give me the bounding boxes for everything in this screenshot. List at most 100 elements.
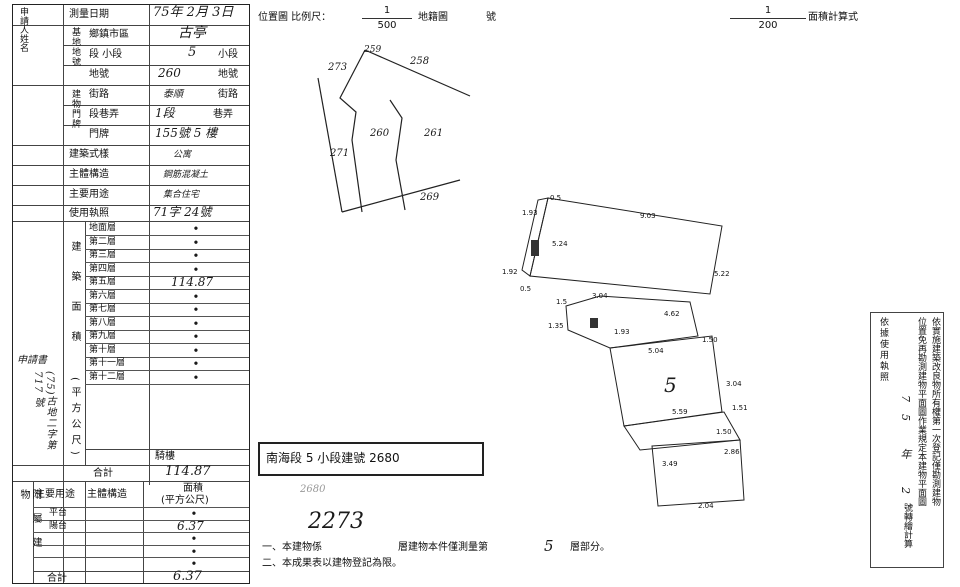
dimension-label: 2.04 bbox=[698, 502, 714, 510]
plan-scale-den: 200 bbox=[758, 20, 778, 31]
form-rule bbox=[13, 85, 249, 86]
annex-rule bbox=[33, 532, 249, 533]
floor-rule bbox=[85, 356, 249, 358]
floor-label: 第八層 bbox=[89, 317, 117, 328]
lot-boundary bbox=[339, 49, 366, 213]
stair-label: 騎樓 bbox=[155, 451, 175, 462]
plan-scale-num: 1 bbox=[764, 5, 772, 16]
lot-number: 258 bbox=[410, 56, 430, 67]
floor-rule bbox=[85, 262, 249, 263]
floor-value: ∙ bbox=[193, 356, 199, 370]
cert-col-1: 依實施建築改良物所有權第一次登記僅勘測建物 bbox=[930, 317, 940, 506]
floor-label: 第十層 bbox=[89, 344, 117, 355]
floor-value: ∙ bbox=[193, 261, 199, 276]
floor-number: 5 bbox=[664, 373, 677, 397]
building-survey-form: 申請人姓名 測量日期 75年 2月 3日 基地地號 鄉鎮市區 古亭 段 小段 5… bbox=[12, 4, 250, 584]
floor-value: ∙ bbox=[193, 302, 199, 316]
form-rule bbox=[63, 125, 249, 126]
stamp-text: 南海段 5 小段建號 2680 bbox=[266, 451, 400, 465]
section-label: 段 小段 bbox=[89, 49, 123, 60]
lot-number: 273 bbox=[328, 62, 348, 73]
license-value: 71字 24號 bbox=[153, 205, 212, 219]
annex-rule bbox=[33, 544, 249, 546]
lot-boundary bbox=[389, 99, 406, 211]
annex-usage-label: 主要用途 bbox=[35, 489, 75, 500]
street-suffix: 街路 bbox=[218, 89, 238, 100]
street-value: 泰順 bbox=[163, 89, 183, 100]
dimension-label: 1.92 bbox=[502, 268, 518, 276]
annex-struct-label: 主體構造 bbox=[87, 489, 127, 500]
plan-section-c bbox=[565, 295, 699, 349]
floor-value: ∙ bbox=[193, 234, 199, 249]
usage-value: 集合住宅 bbox=[163, 190, 200, 200]
annex-area-label: 面積 bbox=[183, 483, 203, 494]
usage-label: 主要用途 bbox=[69, 189, 109, 200]
annex-area-unit: (平方公尺) bbox=[161, 495, 209, 506]
floor-value: ∙ bbox=[193, 315, 199, 330]
floor-rule bbox=[85, 329, 249, 331]
floor-rule bbox=[85, 343, 249, 344]
form-rule bbox=[63, 105, 249, 106]
dimension-label: 1.51 bbox=[732, 404, 748, 412]
floor-value: ∙ bbox=[193, 248, 199, 262]
form-rule bbox=[63, 65, 249, 66]
lot-suffix: 地號 bbox=[218, 69, 238, 80]
annex-value: 6.37 bbox=[177, 518, 204, 533]
dimension-label: 3.04 bbox=[592, 292, 608, 300]
lot-number: 259 bbox=[364, 45, 382, 55]
annex-total-label: 合計 bbox=[47, 573, 67, 584]
annex-rule bbox=[33, 507, 249, 508]
structure-value: 鋼筋混凝土 bbox=[163, 170, 209, 180]
floor-label: 第六層 bbox=[89, 290, 117, 301]
license-label: 使用執照 bbox=[69, 208, 109, 219]
total-value: 114.87 bbox=[165, 464, 211, 479]
dimension-label: 5.22 bbox=[714, 270, 730, 278]
dimension-label: 4.62 bbox=[664, 310, 680, 318]
lot-number: 260 bbox=[370, 128, 390, 139]
section-suffix: 小段 bbox=[218, 49, 238, 60]
form-divider bbox=[63, 5, 64, 583]
location-scale-label: 位置圖 比例尺： bbox=[258, 12, 332, 23]
lot-value: 260 bbox=[158, 66, 181, 80]
lot-boundary bbox=[341, 179, 461, 213]
location-scale: 1 500 bbox=[362, 5, 412, 32]
lane-label: 段巷弄 bbox=[89, 109, 119, 120]
cert-col-3: 依據使用執照 bbox=[878, 317, 888, 383]
floor-label: 第七層 bbox=[89, 304, 117, 314]
street-label: 街路 bbox=[89, 89, 109, 100]
form-rule bbox=[13, 221, 249, 222]
cert-col-2: 位置免再勘測建物平面圖作業規定本建物平面圖 bbox=[916, 317, 926, 506]
lane-suffix: 巷弄 bbox=[213, 109, 233, 120]
dimension-label: 5.59 bbox=[672, 408, 688, 416]
survey-date-label: 測量日期 bbox=[69, 9, 109, 20]
base-label: 基地地號 bbox=[70, 27, 80, 67]
floor-rule bbox=[85, 370, 249, 371]
lot-number: 261 bbox=[424, 128, 444, 139]
floor-value: 114.87 bbox=[171, 275, 213, 289]
dimension-label: 3.04 bbox=[726, 380, 742, 388]
floor-value: ∙ bbox=[193, 221, 199, 235]
dimension-label: 0.5 bbox=[520, 285, 532, 293]
signature: 2273 bbox=[308, 509, 364, 534]
floor-rule bbox=[85, 275, 249, 277]
door-label: 建物門牌 bbox=[70, 89, 80, 129]
form-rule bbox=[63, 45, 249, 46]
floor-value: ∙ bbox=[193, 288, 199, 303]
style-label: 建築式樣 bbox=[69, 149, 109, 160]
dimension-label: 1.50 bbox=[702, 336, 718, 344]
note-line-1: 一、本建物係 bbox=[262, 542, 322, 553]
district-value: 古亭 bbox=[178, 25, 206, 41]
lot-number: 269 bbox=[420, 192, 440, 203]
hatched-marks bbox=[531, 240, 598, 328]
annex-rule bbox=[33, 557, 249, 558]
dimension-label: 1.93 bbox=[614, 328, 630, 336]
faint-note: 2680 bbox=[300, 484, 326, 495]
cert-col-4: 號轉繪計算 bbox=[902, 503, 912, 548]
dimension-label: 5.24 bbox=[552, 240, 568, 248]
number-value: 155號 5 樓 bbox=[155, 126, 218, 140]
note-line-2: 二、本成果表以建物登記為限。 bbox=[262, 558, 402, 569]
cert-date: 75 年 2 bbox=[899, 395, 912, 506]
annex-value: ∙ bbox=[191, 543, 197, 558]
